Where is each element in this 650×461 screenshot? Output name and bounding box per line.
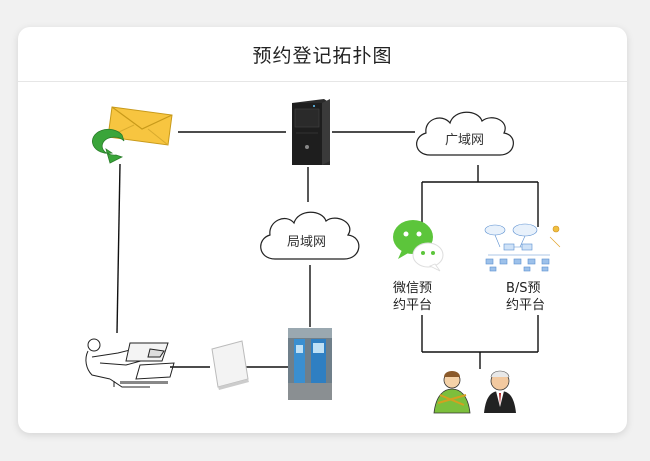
line-email-visitor bbox=[116, 163, 121, 334]
topology-diagram bbox=[85, 99, 561, 414]
id-card-icon bbox=[211, 340, 249, 390]
bs-label-line1: B/S预 bbox=[506, 281, 541, 296]
lan-label: 局域网 bbox=[287, 235, 327, 250]
wan-cloud-icon bbox=[416, 111, 514, 156]
title-bar: 预约登记拓扑图 bbox=[18, 27, 627, 82]
network-topology-icon bbox=[484, 223, 561, 272]
visitor-registration-sketch bbox=[85, 338, 175, 388]
self-service-kiosk-icon bbox=[288, 328, 332, 400]
server-tower-icon bbox=[292, 99, 330, 165]
bs-platform-label: B/S预 约平台 bbox=[506, 280, 545, 314]
connection-lines bbox=[116, 131, 539, 369]
wan-label: 广域网 bbox=[445, 133, 485, 148]
wechat-label-line1: 微信预 bbox=[393, 281, 433, 296]
users-icon bbox=[433, 370, 516, 414]
wechat-icon bbox=[393, 220, 444, 272]
wechat-label-line2: 约平台 bbox=[393, 298, 433, 313]
email-send-icon bbox=[91, 106, 173, 164]
bs-label-line2: 约平台 bbox=[506, 298, 546, 313]
diagram-canvas: 广域网 局域网 微信预 约平台 B/S预 约平台 bbox=[30, 87, 613, 420]
lan-cloud-icon bbox=[260, 211, 360, 260]
wechat-platform-label: 微信预 约平台 bbox=[393, 280, 432, 314]
page-title: 预约登记拓扑图 bbox=[252, 44, 393, 67]
